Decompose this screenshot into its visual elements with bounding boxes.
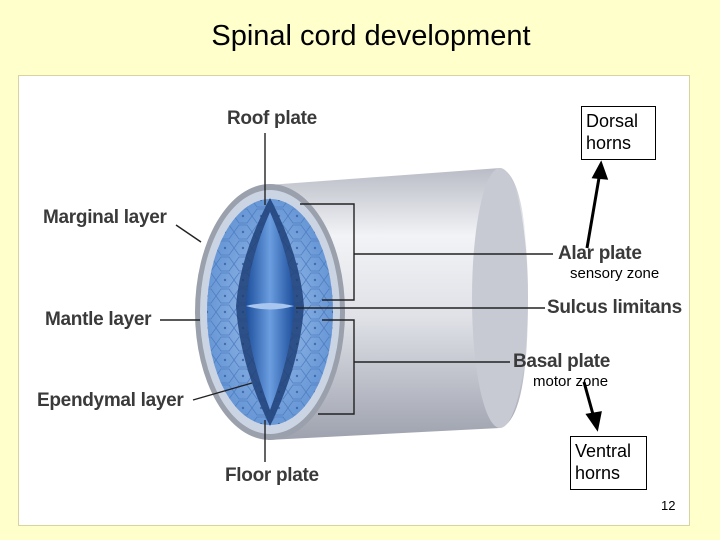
label-roof-plate: Roof plate bbox=[227, 108, 317, 129]
dorsal-horns-box: Dorsal horns bbox=[581, 106, 656, 160]
label-sulcus-limitans: Sulcus limitans bbox=[547, 297, 682, 318]
cross-section bbox=[195, 184, 345, 440]
dorsal-arrow-shaft bbox=[585, 171, 602, 249]
leader-lines bbox=[160, 133, 553, 462]
dorsal-arrow-head bbox=[591, 160, 609, 180]
ventral-arrow-head bbox=[585, 411, 602, 432]
ventral-horns-line1: Ventral bbox=[575, 441, 632, 461]
label-mantle-layer: Mantle layer bbox=[45, 309, 152, 330]
ventral-horns-box: Ventral horns bbox=[570, 436, 647, 490]
label-basal-plate: Basal plate bbox=[513, 351, 611, 372]
slide-number: 12 bbox=[661, 498, 676, 513]
horn-arrows bbox=[582, 160, 609, 432]
ependymal-layer-leader bbox=[192, 382, 253, 401]
alar-bracket bbox=[300, 203, 355, 301]
label-sensory-zone: sensory zone bbox=[570, 265, 660, 282]
slide-title: Spinal cord development bbox=[211, 20, 531, 52]
marginal-layer-leader bbox=[175, 224, 202, 243]
label-marginal-layer: Marginal layer bbox=[43, 207, 167, 228]
ventral-horns-line2: horns bbox=[575, 463, 621, 483]
ventral-arrow-shaft bbox=[582, 381, 596, 419]
label-motor-zone: motor zone bbox=[533, 373, 609, 390]
label-floor-plate: Floor plate bbox=[225, 465, 319, 486]
dorsal-horns-line2: horns bbox=[586, 133, 632, 153]
label-ependymal-layer: Ependymal layer bbox=[37, 390, 184, 411]
dorsal-horns-line1: Dorsal bbox=[586, 111, 639, 131]
label-alar-plate: Alar plate bbox=[558, 243, 642, 264]
basal-bracket bbox=[318, 319, 355, 415]
